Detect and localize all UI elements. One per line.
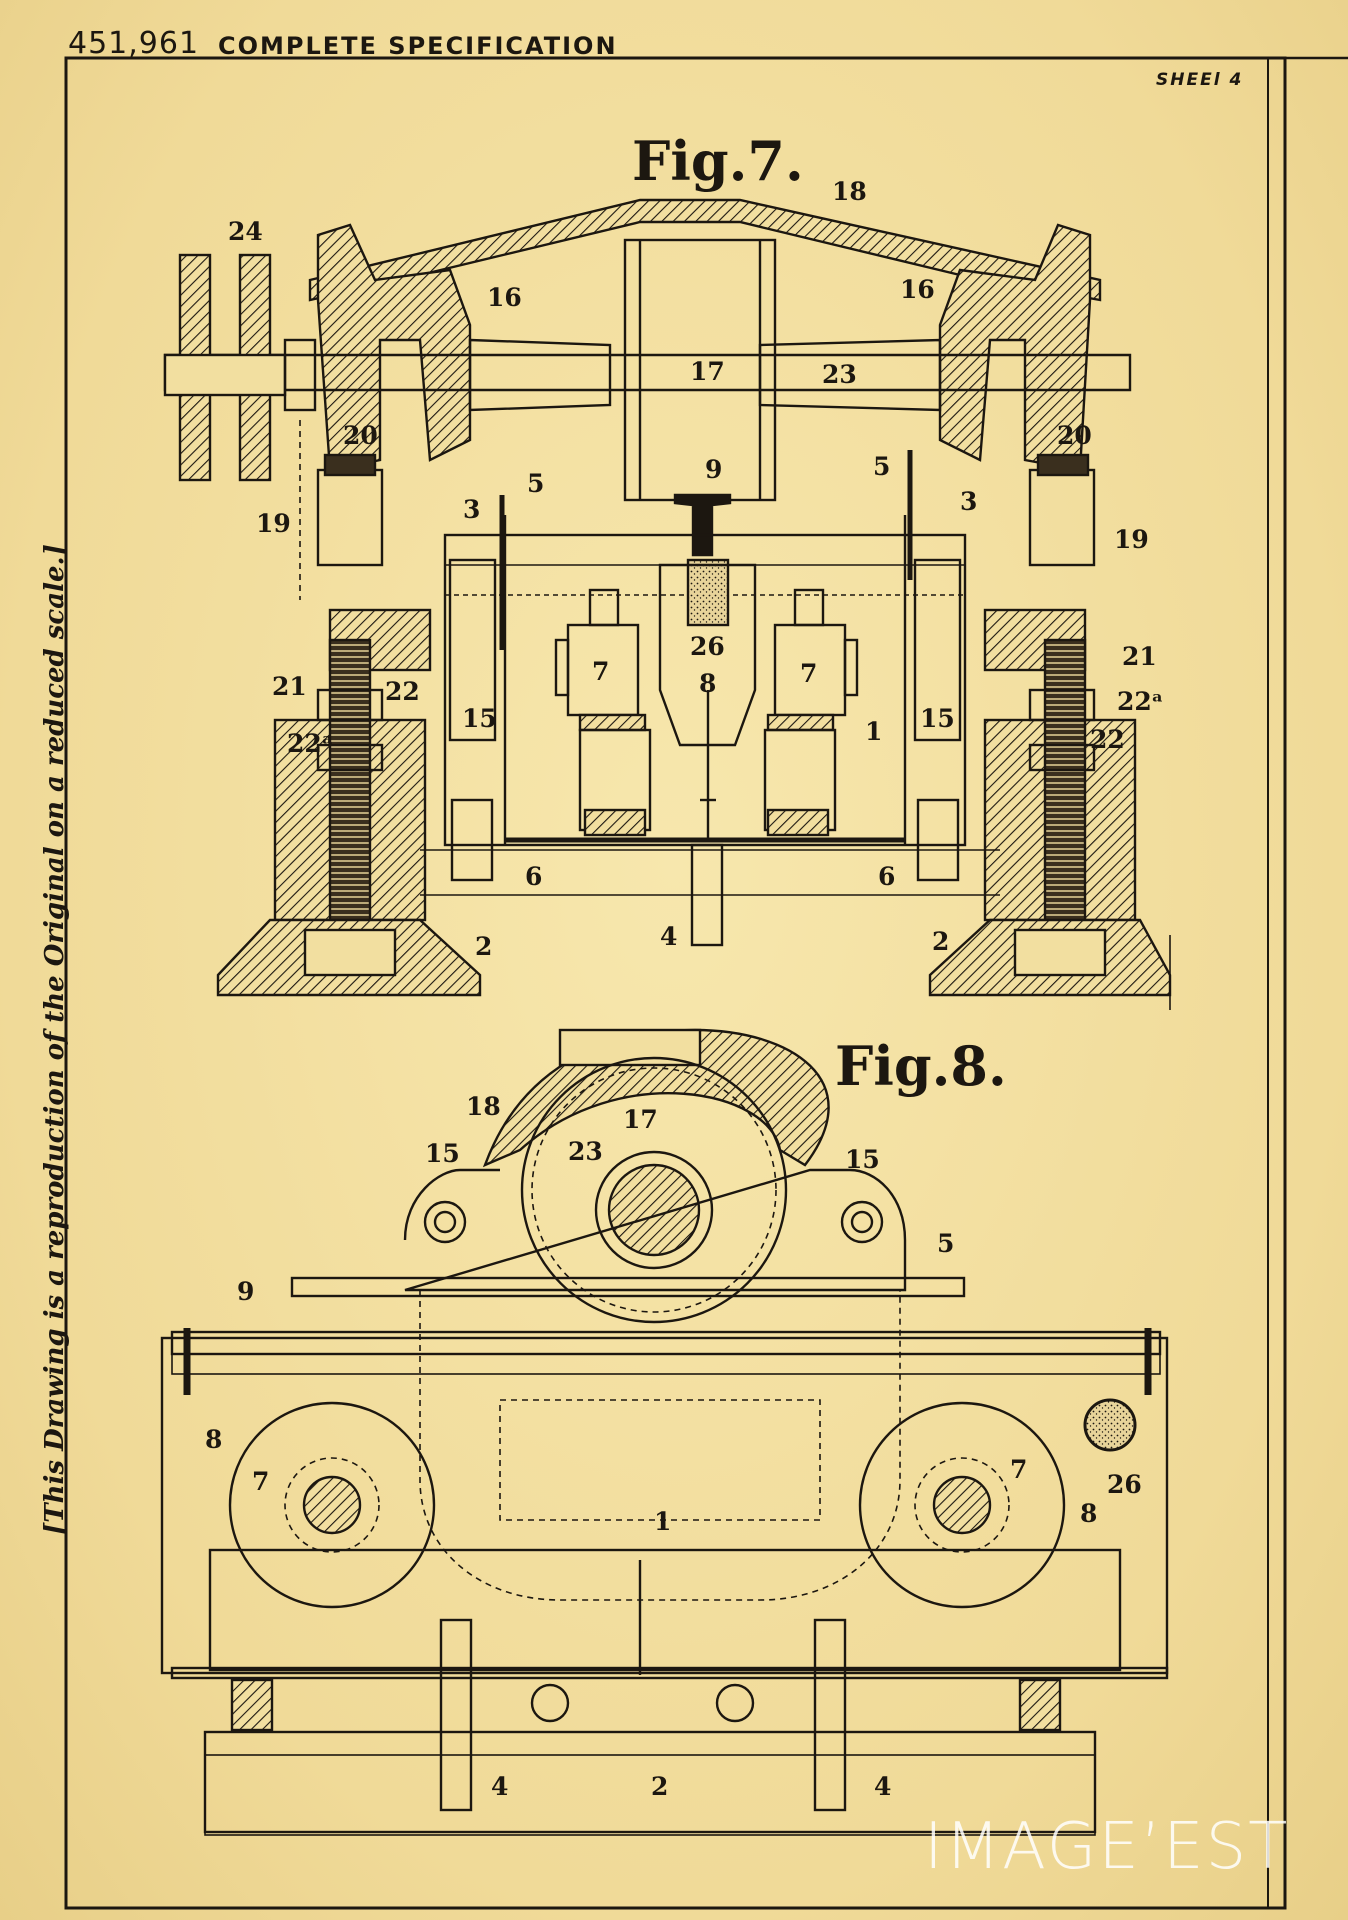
label-1-fig8: 1 xyxy=(654,1507,671,1536)
fig8-title: Fig.8. xyxy=(835,1034,1007,1098)
patent-number: 451,961 xyxy=(68,26,200,61)
housing-15 xyxy=(403,1168,907,1292)
shaft-23-end xyxy=(607,1163,701,1257)
label-20-right: 20 xyxy=(1057,421,1092,450)
label-2-fig8: 2 xyxy=(651,1772,668,1801)
roller-17-end xyxy=(520,1056,788,1324)
label-5-right: 5 xyxy=(873,452,890,481)
left-column xyxy=(273,453,432,932)
pipe-6-right xyxy=(916,798,960,882)
label-2-left: 2 xyxy=(475,932,492,961)
right-column xyxy=(983,453,1137,932)
wheel-8-right xyxy=(858,1401,1066,1609)
label-19-right: 19 xyxy=(1114,525,1149,554)
label-7-right-fig8: 7 xyxy=(1010,1455,1027,1484)
label-19-left: 19 xyxy=(256,509,291,538)
label-16-right: 16 xyxy=(900,275,935,304)
left-housing-16 xyxy=(316,223,472,472)
label-18: 18 xyxy=(832,177,867,206)
wheel-8-left xyxy=(228,1401,436,1609)
label-22-left: 22 xyxy=(385,677,420,706)
figure-7-drawing xyxy=(163,198,1172,1010)
pipe-6-left xyxy=(450,798,494,882)
sprocket-24 xyxy=(163,253,317,482)
post-4-left xyxy=(439,1618,473,1812)
label-26: 26 xyxy=(690,632,725,661)
label-15-right: 15 xyxy=(920,704,955,733)
label-18-fig8: 18 xyxy=(466,1092,501,1121)
label-6-right: 6 xyxy=(878,862,895,891)
label-4: 4 xyxy=(660,922,677,951)
label-26-fig8: 26 xyxy=(1107,1470,1142,1499)
label-15-left-fig8: 15 xyxy=(425,1139,460,1168)
label-22a-left: 22ᵃ xyxy=(287,729,333,758)
label-3-right: 3 xyxy=(960,487,977,516)
label-8-right-fig8: 8 xyxy=(1080,1499,1097,1528)
label-7-right: 7 xyxy=(800,659,817,688)
machine-body xyxy=(160,1336,1169,1675)
block-7-right xyxy=(763,588,859,837)
label-8: 8 xyxy=(699,669,716,698)
fig7-labels: 24 18 16 16 17 23 20 20 9 5 5 19 19 3 3 … xyxy=(228,177,1163,961)
label-5-fig8: 5 xyxy=(937,1229,954,1258)
brush-26 xyxy=(686,558,730,627)
label-20-left: 20 xyxy=(343,421,378,450)
label-8-left-fig8: 8 xyxy=(205,1425,222,1454)
block-7-left xyxy=(554,588,652,837)
label-3-left: 3 xyxy=(463,495,480,524)
label-9-fig8: 9 xyxy=(237,1277,254,1306)
label-4-right-fig8: 4 xyxy=(874,1772,891,1801)
label-21-right: 21 xyxy=(1122,642,1157,671)
label-21-left: 21 xyxy=(272,672,307,701)
label-9: 9 xyxy=(705,455,722,484)
label-23-fig8: 23 xyxy=(568,1137,603,1166)
plate-5 xyxy=(290,1276,966,1298)
label-17: 17 xyxy=(690,357,725,386)
label-15-left: 15 xyxy=(462,704,497,733)
fig7-title: Fig.7. xyxy=(632,129,804,193)
post-4-right xyxy=(813,1618,847,1812)
brush-26-end xyxy=(1083,1398,1137,1452)
label-4-left-fig8: 4 xyxy=(491,1772,508,1801)
label-7-left: 7 xyxy=(592,657,609,686)
right-housing-16 xyxy=(938,223,1092,472)
tube-15-right xyxy=(913,558,962,742)
tube-15-left xyxy=(448,558,497,742)
label-24: 24 xyxy=(228,217,263,246)
label-1: 1 xyxy=(865,717,882,746)
figure-8-drawing xyxy=(160,1028,1169,1836)
label-15-right-fig8: 15 xyxy=(845,1145,880,1174)
document-title: COMPLETE SPECIFICATION xyxy=(218,32,618,60)
label-6-left: 6 xyxy=(525,862,542,891)
support-8 xyxy=(658,563,757,747)
label-7-left-fig8: 7 xyxy=(252,1467,269,1496)
label-22a-right: 22ᵃ xyxy=(1117,687,1163,716)
rail-9 xyxy=(673,493,732,557)
watermark: IMAGE’EST xyxy=(924,1810,1290,1884)
label-22-right: 22 xyxy=(1090,725,1125,754)
label-23: 23 xyxy=(822,360,857,389)
label-17-fig8: 17 xyxy=(623,1105,658,1134)
label-5-left: 5 xyxy=(527,469,544,498)
fig8-labels: 18 17 23 15 15 5 9 8 8 7 7 26 1 4 4 2 xyxy=(205,1092,1142,1801)
sheet-number: SHEEl 4 xyxy=(1156,70,1244,90)
label-2-right: 2 xyxy=(932,927,949,956)
label-16-left: 16 xyxy=(487,283,522,312)
